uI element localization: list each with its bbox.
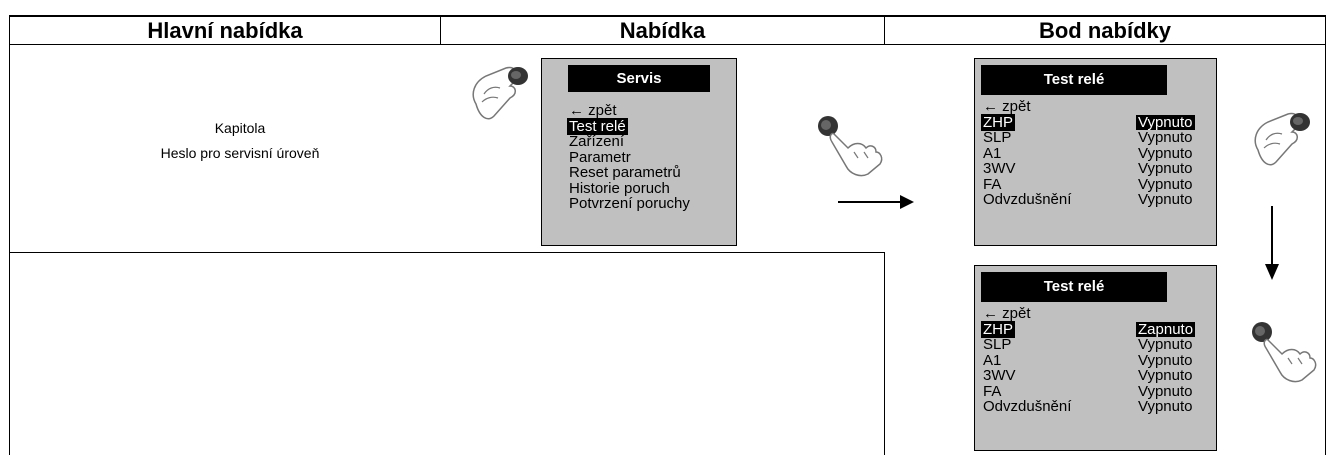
chapter-text: Kapitola Heslo pro servisní úroveň — [120, 116, 360, 166]
header-menu-item: Bod nabídky — [1038, 17, 1171, 43]
relay-label-a1: A1 — [983, 144, 1002, 162]
relay-label-zhp: ZHP — [981, 113, 1015, 131]
relay-label-a1: A1 — [983, 351, 1002, 369]
relay-value-3wv: Vypnuto — [1138, 367, 1193, 384]
service-screen-title: Servis — [568, 65, 710, 92]
relay-label-3wv: 3WV — [983, 160, 1016, 177]
relay-label-venting: Odvzdušnění — [983, 191, 1072, 208]
relay-label-venting: Odvzdušnění — [983, 398, 1072, 415]
relay-back-link[interactable]: ← zpět — [983, 98, 1031, 115]
relay-row-venting[interactable]: Odvzdušnění Vypnuto — [983, 191, 1193, 208]
relay-row-a1[interactable]: A1 Vypnuto — [983, 144, 1193, 162]
relay-value-zhp: Zapnuto — [1136, 320, 1196, 338]
relay-value-slp: Vypnuto — [1138, 336, 1193, 353]
relay-value-slp: Vypnuto — [1138, 129, 1193, 146]
relay-row-venting[interactable]: Odvzdušnění Vypnuto — [983, 398, 1193, 415]
relay-test-screen-on: Test relé ← zpět ZHP Zapnuto SLP Vypnuto A… — [974, 265, 1217, 451]
arrow-right-icon — [838, 195, 914, 209]
service-menu-list: ← zpět Test relé Zařízení Parametr Reset… — [567, 102, 690, 212]
menu-item-back[interactable]: ← zpět — [569, 102, 617, 119]
relay-label-3wv: 3WV — [983, 367, 1016, 384]
relay-label-slp: SLP — [983, 129, 1012, 146]
menu-item-device[interactable]: Zařízení — [569, 133, 625, 150]
relay-label-slp: SLP — [983, 336, 1012, 353]
hand-pressing-knob-icon — [1252, 322, 1317, 383]
menu-item-fault-history[interactable]: Historie poruch — [569, 179, 670, 197]
hand-turning-knob-icon — [472, 66, 528, 120]
password-label: Heslo pro servisní úroveň — [160, 145, 320, 161]
relay-row-3wv[interactable]: 3WV Vypnuto — [983, 160, 1193, 177]
relay-value-venting: Vypnuto — [1138, 398, 1193, 415]
menu-item-parameter[interactable]: Parametr — [569, 148, 631, 166]
header-main-menu: Hlavní nabídka — [147, 17, 303, 43]
menu-item-relay-test-label: Test relé — [567, 117, 628, 135]
relay-row-3wv[interactable]: 3WV Vypnuto — [983, 367, 1193, 384]
relay-row-fa[interactable]: FA Vypnuto — [983, 175, 1193, 193]
relay-label-zhp: ZHP — [981, 320, 1015, 338]
service-screen: Servis ← zpět Test relé Zařízení Paramet… — [541, 58, 737, 246]
relay-row-zhp[interactable]: ZHP Vypnuto — [981, 113, 1195, 131]
hand-turning-knob-icon — [1254, 112, 1310, 166]
header-menu: Nabídka — [619, 17, 706, 43]
relay-test-screen-off: Test relé ← zpět ZHP Vypnuto SLP Vypnuto A… — [974, 58, 1217, 246]
relay-value-fa: Vypnuto — [1138, 175, 1193, 193]
relay-value-a1: Vypnuto — [1138, 351, 1193, 369]
relay-value-zhp: Vypnuto — [1136, 113, 1195, 131]
hand-pressing-knob-icon — [818, 116, 883, 177]
relay-value-venting: Vypnuto — [1138, 191, 1193, 208]
arrow-down-icon — [1265, 206, 1279, 280]
chapter-label: Kapitola — [214, 120, 266, 136]
relay-back-link[interactable]: ← zpět — [983, 305, 1031, 322]
relay-row-zhp[interactable]: ZHP Zapnuto — [981, 320, 1196, 338]
relay-value-3wv: Vypnuto — [1138, 160, 1193, 177]
menu-item-reset-parameters[interactable]: Reset parametrů — [569, 164, 681, 181]
menu-item-relay-test[interactable]: Test relé — [567, 117, 690, 135]
relay-row-fa[interactable]: FA Vypnuto — [983, 382, 1193, 400]
relay-row-slp[interactable]: SLP Vypnuto — [983, 129, 1193, 146]
relay-row-slp[interactable]: SLP Vypnuto — [983, 336, 1193, 353]
relay-screen-1-title: Test relé — [981, 65, 1167, 95]
relay-label-fa: FA — [983, 175, 1002, 193]
relay-screen-2-title: Test relé — [981, 272, 1167, 302]
relay-value-fa: Vypnuto — [1138, 382, 1193, 400]
menu-item-fault-confirmation[interactable]: Potvrzení poruchy — [569, 195, 690, 212]
relay-row-a1[interactable]: A1 Vypnuto — [983, 351, 1193, 369]
relay-label-fa: FA — [983, 382, 1002, 400]
relay-value-a1: Vypnuto — [1138, 144, 1193, 162]
